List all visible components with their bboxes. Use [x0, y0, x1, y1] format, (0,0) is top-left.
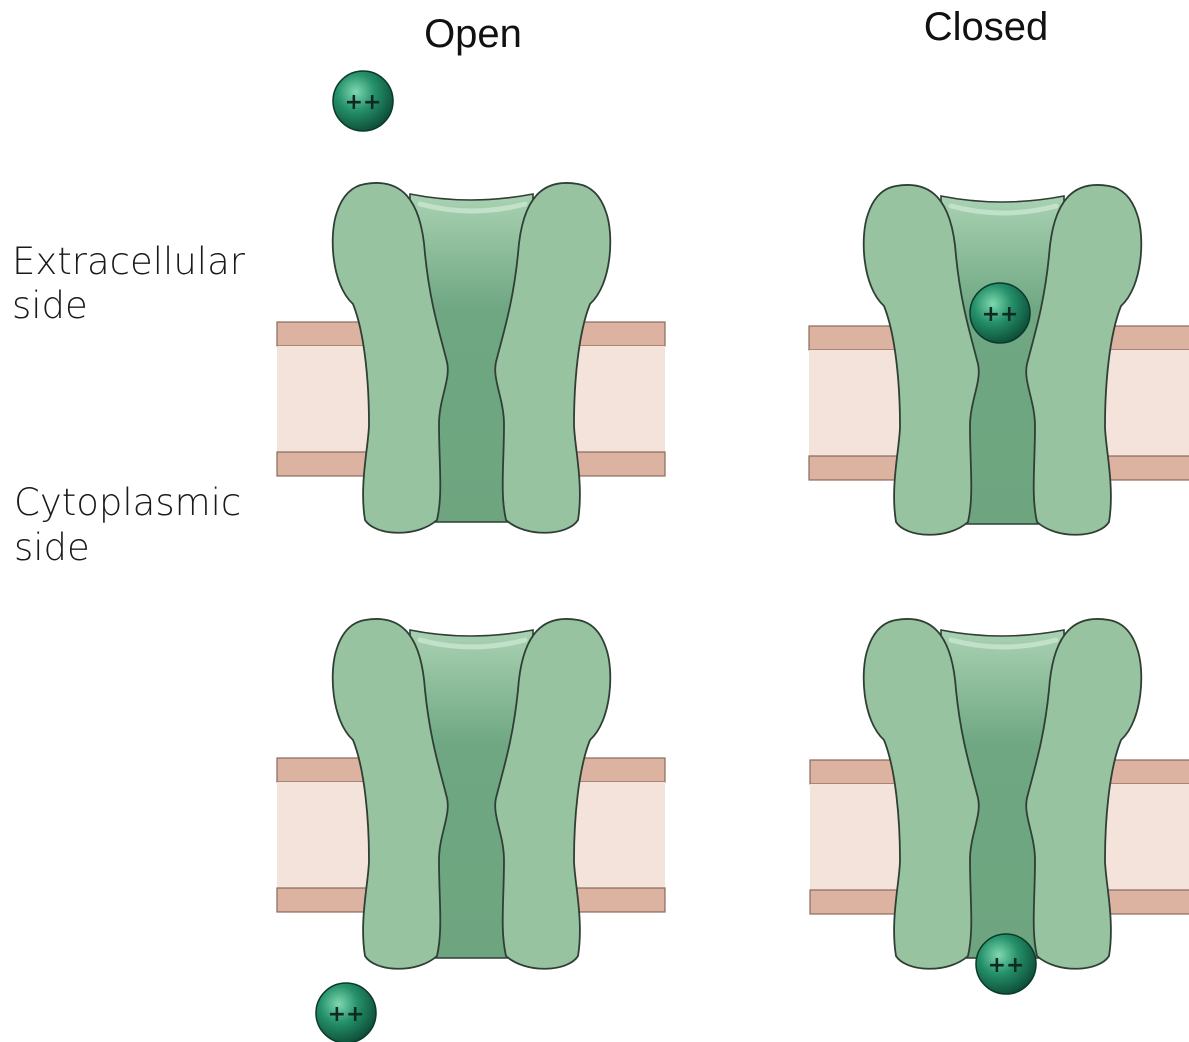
- ion-particle: ++: [970, 283, 1030, 343]
- ion-channel: [864, 185, 1142, 535]
- cytoplasmic-label-line1: Cytoplasmic: [14, 481, 241, 524]
- cytoplasmic-label-line2: side: [14, 526, 90, 569]
- ion-particle: ++: [333, 71, 393, 131]
- ion-charge-label: ++: [345, 90, 382, 115]
- ion-charge-label: ++: [988, 953, 1025, 978]
- panel-open-bottom: ++: [277, 619, 665, 1042]
- ion-channel: [333, 183, 611, 533]
- column-title-closed: Closed: [924, 5, 1049, 49]
- panel-closed-top: ++: [809, 185, 1189, 535]
- ion-charge-label: ++: [328, 1002, 365, 1027]
- column-title-open: Open: [424, 12, 522, 56]
- ion-channel: [333, 619, 611, 969]
- ion-particle: ++: [316, 983, 376, 1042]
- ion-particle: ++: [976, 934, 1036, 994]
- extracellular-label-line1: Extracellular: [12, 240, 246, 283]
- ion-charge-label: ++: [982, 302, 1019, 327]
- extracellular-label-line2: side: [12, 284, 88, 327]
- panel-open-top: ++: [277, 71, 665, 533]
- extracellular-side-label: Extracellular side: [12, 240, 246, 327]
- cytoplasmic-side-label: Cytoplasmic side: [14, 481, 241, 569]
- panel-closed-bottom: ++: [810, 619, 1189, 994]
- ion-channel: [864, 619, 1142, 969]
